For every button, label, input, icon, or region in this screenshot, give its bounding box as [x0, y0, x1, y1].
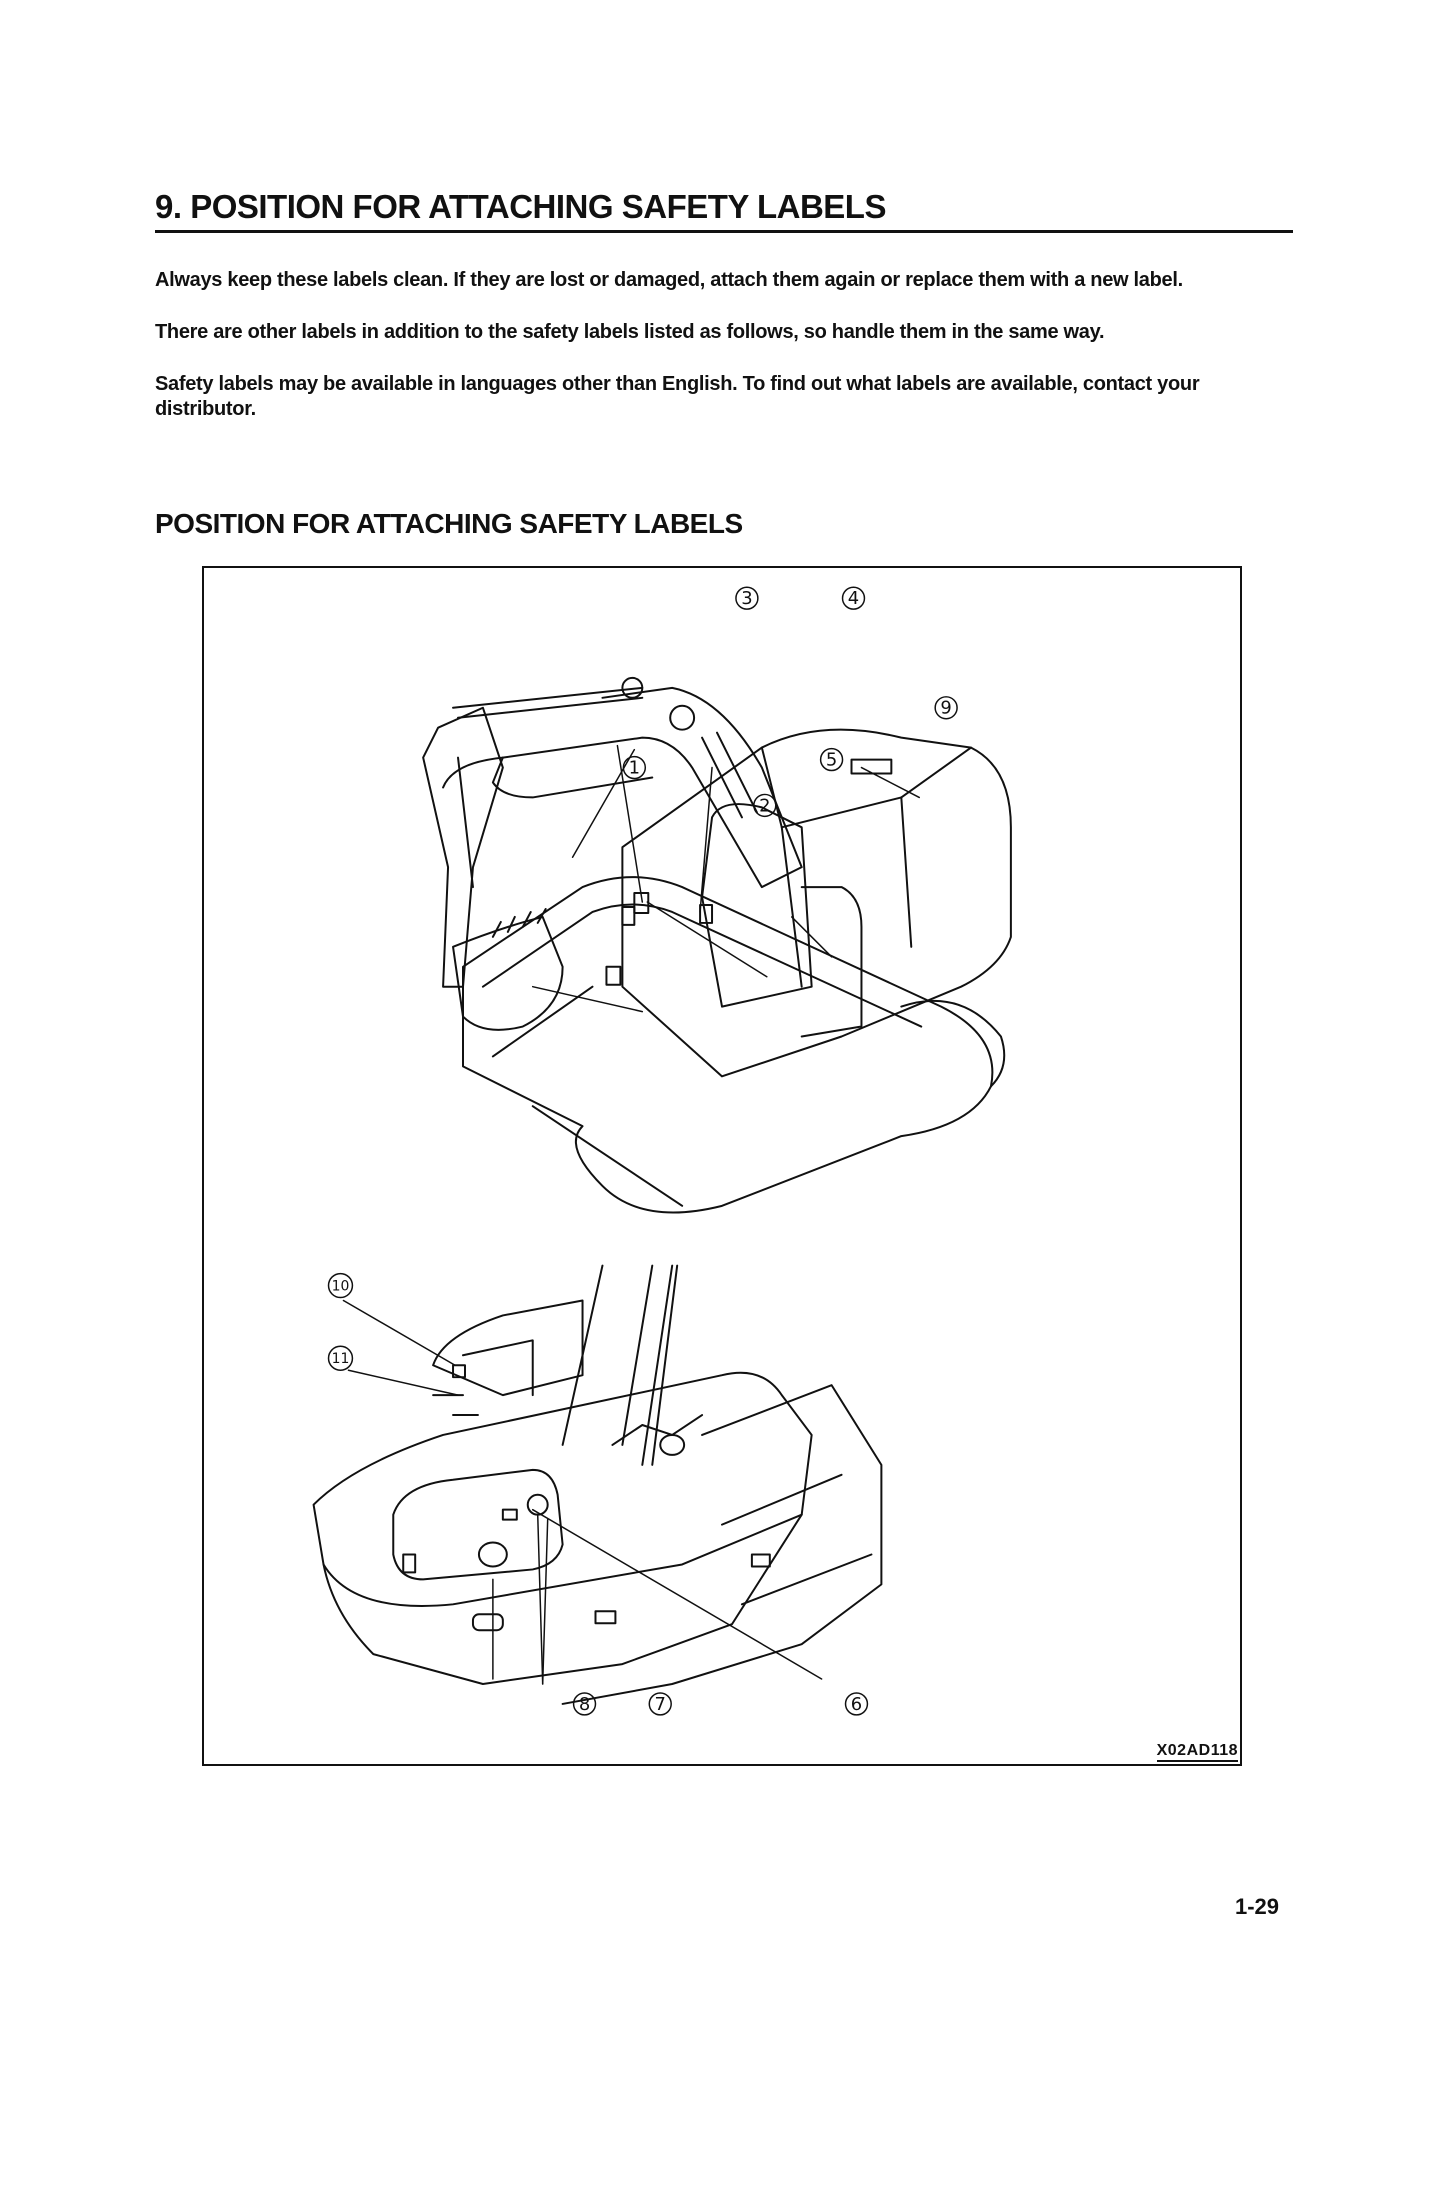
- svg-text:10: 10: [332, 1279, 350, 1295]
- title-rule: [155, 230, 1293, 233]
- svg-text:7: 7: [655, 1694, 666, 1715]
- lower-callout-leaders: [342, 1299, 823, 1685]
- callout-8: 8: [572, 1692, 597, 1716]
- svg-text:6: 6: [851, 1694, 862, 1715]
- svg-text:3: 3: [741, 588, 752, 609]
- page-number: 1-29: [1235, 1894, 1280, 1919]
- excavator-side-view: [422, 676, 1012, 1214]
- svg-text:9: 9: [940, 698, 951, 719]
- callout-3: 3: [735, 586, 759, 610]
- upper-callout-leaders: [531, 744, 920, 1013]
- safety-label-figure: 1 2 3 4 5 6 7: [202, 566, 1242, 1766]
- callout-4: 4: [841, 586, 866, 610]
- section-heading: POSITION FOR ATTACHING SAFETY LABELS: [155, 508, 743, 539]
- svg-text:2: 2: [759, 795, 770, 816]
- callout-1: 1: [622, 755, 647, 780]
- figure-code: X02AD118: [1156, 1742, 1238, 1762]
- callout-5: 5: [819, 747, 844, 772]
- paragraph-languages: Safety labels may be available in langua…: [155, 373, 1200, 420]
- svg-text:11: 11: [332, 1351, 350, 1367]
- callout-2: 2: [753, 793, 777, 818]
- paragraph-other-labels: There are other labels in addition to th…: [155, 321, 1105, 343]
- callout-11: 11: [327, 1345, 354, 1371]
- paragraph-keep-clean: Always keep these labels clean. If they …: [155, 269, 1183, 291]
- svg-text:4: 4: [848, 588, 859, 609]
- page-title: 9. POSITION FOR ATTACHING SAFETY LABELS: [155, 188, 886, 225]
- callout-7: 7: [648, 1692, 672, 1716]
- excavator-rear-view: [312, 1264, 883, 1705]
- svg-text:5: 5: [826, 750, 837, 771]
- svg-text:1: 1: [629, 758, 640, 779]
- callout-9: 9: [934, 696, 958, 720]
- excavator-illustration: 1 2 3 4 5 6 7: [312, 586, 1012, 1716]
- svg-text:8: 8: [579, 1694, 590, 1715]
- callout-10: 10: [327, 1272, 354, 1299]
- callouts: 1 2 3 4 5 6 7: [327, 586, 958, 1716]
- callout-6: 6: [844, 1692, 869, 1716]
